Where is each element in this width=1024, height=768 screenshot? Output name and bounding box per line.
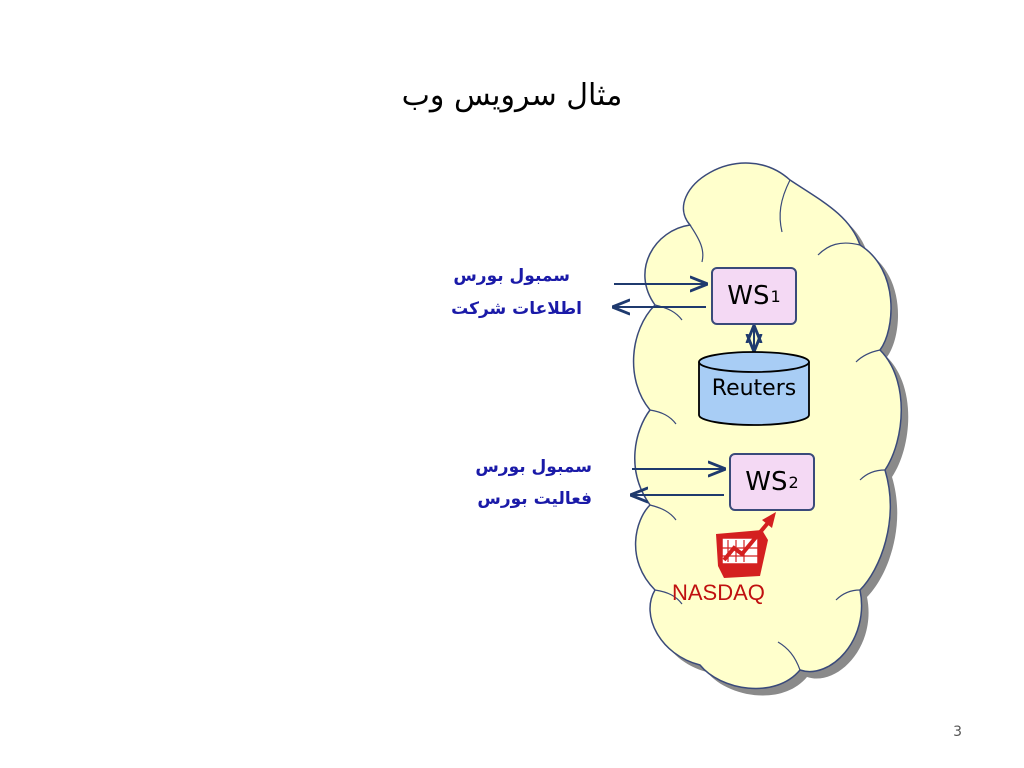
nasdaq-chart-icon bbox=[716, 512, 776, 578]
ws2-label: WS bbox=[745, 467, 788, 497]
ws2-subscript: 2 bbox=[788, 472, 799, 492]
reuters-database-icon bbox=[698, 351, 810, 426]
ws1-subscript: 1 bbox=[770, 286, 781, 306]
ws1-output-label: اطلاعات شرکت bbox=[451, 299, 582, 319]
reuters-label: Reuters bbox=[711, 376, 797, 401]
ws1-label: WS bbox=[727, 281, 770, 311]
ws2-output-label: فعالیت بورس bbox=[477, 489, 592, 509]
slide-title: مثال سرویس وب bbox=[401, 78, 623, 113]
nasdaq-label: NASDAQ bbox=[672, 580, 765, 605]
cloud-shape bbox=[632, 162, 902, 690]
ws2-input-label: سمبول بورس bbox=[475, 457, 592, 477]
cloud-contours bbox=[649, 179, 886, 671]
ws1-input-label: سمبول بورس bbox=[453, 266, 570, 286]
page-number: 3 bbox=[953, 724, 962, 740]
